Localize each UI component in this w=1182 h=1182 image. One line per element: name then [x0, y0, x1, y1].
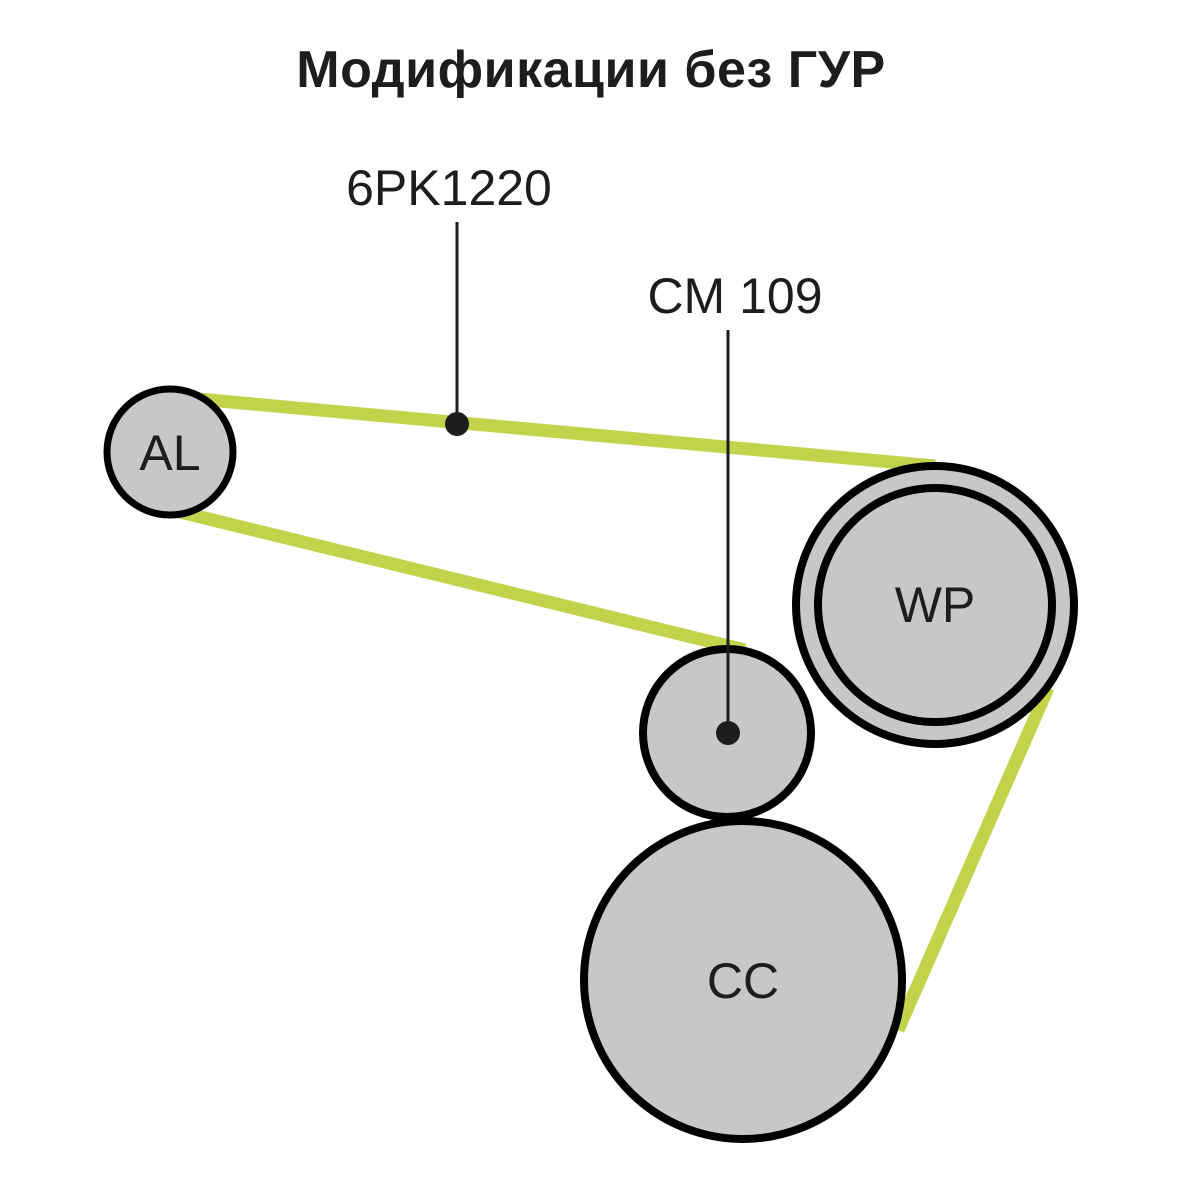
pulley-wp: WP: [792, 462, 1078, 748]
belt-segment-al-wp: [197, 392, 936, 473]
belt-segment-wp-cc: [892, 685, 1054, 1033]
belt: [178, 392, 1054, 1033]
pulley-cc-label: CC: [707, 953, 779, 1009]
callout-tensioner-label: CM 109: [647, 268, 822, 324]
diagram-title: Модификации без ГУР: [296, 41, 886, 99]
callout-tensioner-dot: [716, 721, 740, 745]
belt-segment-al-tensioner: [178, 505, 747, 657]
callout-belt-label: 6PK1220: [346, 160, 552, 216]
pulley-al-label: AL: [139, 425, 200, 481]
callout-tensioner: CM 109: [647, 268, 823, 745]
pulley-al: AL: [103, 385, 237, 519]
pulley-cc: CC: [580, 817, 906, 1143]
pulley-wp-label: WP: [895, 577, 976, 633]
callout-belt: 6PK1220: [346, 160, 552, 436]
callout-belt-dot: [445, 412, 469, 436]
